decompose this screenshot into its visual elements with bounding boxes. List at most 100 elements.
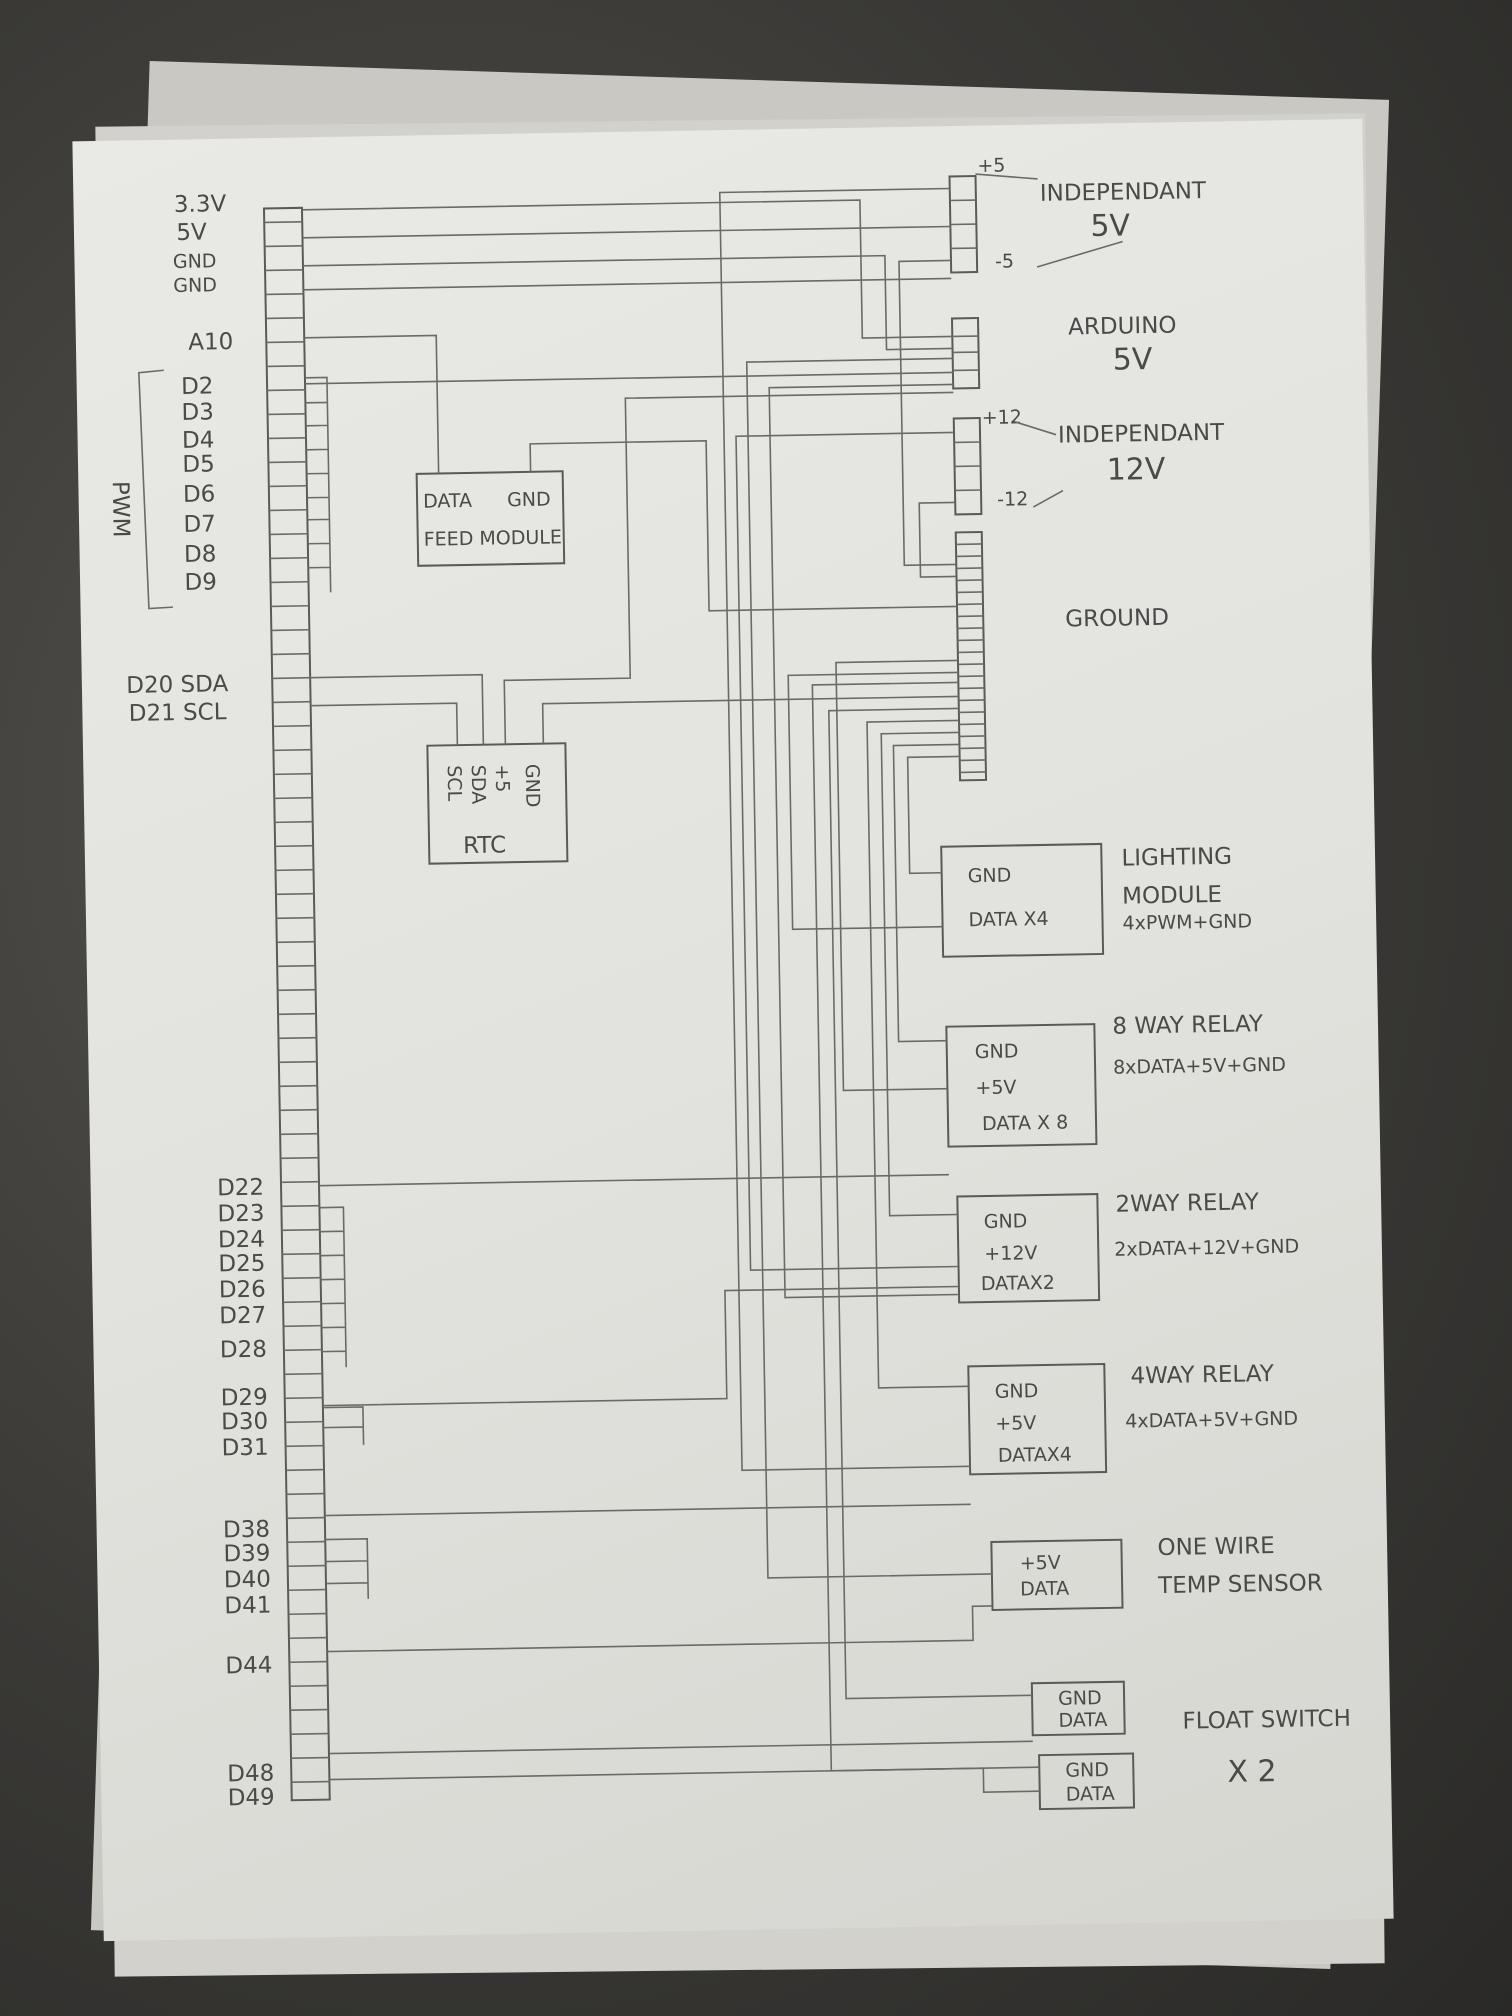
header-pin-rung [267, 412, 306, 416]
wire-rtc-gnd [541, 695, 959, 744]
pin-label-5v: 5V [176, 219, 207, 246]
header-pin-rung [280, 1132, 319, 1136]
rtc-pin-sda: SDA [467, 765, 490, 805]
header-pin-rung [265, 316, 304, 320]
pin-label-d40: D40 [224, 1567, 271, 1594]
header-pin-rung [286, 1492, 325, 1496]
header-pin-rung [270, 556, 309, 560]
header-pin-rung [285, 1468, 325, 1472]
header-pin-rung [278, 1012, 317, 1016]
wire-gnd-to-relay2 [880, 731, 960, 1217]
header-pin-rung [273, 748, 312, 752]
pin-label-d22: D22 [217, 1175, 264, 1202]
header-pin-rung [271, 652, 310, 656]
float2-gnd-pin: GND [1065, 1759, 1109, 1782]
header-pin-rung [290, 1708, 329, 1712]
wire-d22 [319, 1173, 949, 1187]
float2-box [1038, 1752, 1136, 1811]
pin-label-d4: D4 [182, 427, 215, 454]
lighting-title: LIGHTING [1121, 844, 1232, 872]
ard5-header [950, 317, 981, 390]
pin-label-d25: D25 [218, 1251, 265, 1278]
feed-module-data-pin: DATA [423, 490, 472, 513]
pin-label-d7: D7 [183, 511, 216, 538]
temp-box [990, 1538, 1124, 1611]
pin-label-d27: D27 [219, 1303, 266, 1330]
lighting-data-pin: DATA X4 [968, 908, 1048, 931]
header-pin-rung [281, 1228, 320, 1232]
pin-label-d23: D23 [217, 1201, 264, 1228]
wire-ind5-minus [898, 259, 957, 567]
float-switch-2: GND DATA [1038, 1752, 1136, 1811]
arduino-pin-header [262, 206, 331, 1802]
header-pin-rung [270, 604, 309, 608]
wire-gnd-2 [303, 277, 952, 291]
wire-d2 [305, 371, 953, 385]
pin-label-gnd-2: GND [173, 274, 217, 297]
feed-module: DATA GND FEED MODULE [415, 470, 566, 567]
header-pin-rung [286, 1516, 325, 1520]
wire-gnd-1 [302, 254, 953, 351]
relay8-desc: 8xDATA+5V+GND [1113, 1054, 1286, 1079]
rtc-title: RTC [463, 832, 507, 859]
power-pin-labels: 3.3V 5V GND GND A10 [173, 191, 234, 356]
pwm-bracket [137, 369, 173, 610]
header-pin-rung [291, 1780, 330, 1784]
wire-ind5-plus [718, 187, 971, 1472]
header-pin-rung [268, 460, 307, 464]
arduino-header-body [262, 206, 331, 1802]
wire-relay8-5v [835, 659, 958, 1092]
relay8-title: 8 WAY RELAY [1112, 1011, 1264, 1040]
header-pin-rung [268, 484, 307, 488]
header-pin-rung [291, 1756, 330, 1760]
relay4-title: 4WAY RELAY [1130, 1361, 1275, 1390]
float1-data-pin: DATA [1058, 1709, 1107, 1732]
ground-bus-rungs [955, 543, 986, 774]
digital-pin-labels: D22D23D24D25D26D27D28D29D30D31D38D39D40D… [217, 1175, 275, 1812]
header-pin-rung [267, 436, 306, 440]
wire-3v3 [301, 199, 953, 339]
temp-5v-pin: +5V [1020, 1552, 1061, 1575]
ground-title: GROUND [1065, 605, 1169, 633]
rtc-box [426, 742, 569, 865]
header-stubs [304, 376, 370, 1599]
header-pin-rung [277, 964, 316, 968]
float1-box [1030, 1680, 1126, 1737]
lighting-box [940, 842, 1105, 958]
pin-label-d41: D41 [224, 1593, 271, 1620]
relay2-12v-pin: +12V [984, 1242, 1037, 1265]
wire-gnd-to-relay8 [892, 743, 960, 1043]
pin-label-d3: D3 [181, 399, 214, 426]
independent-5v-connector: +5 -5 INDEPENDANT 5V [948, 155, 1207, 274]
float1-gnd-pin: GND [1058, 1687, 1102, 1710]
header-pin-rung [265, 292, 304, 296]
wire-d44 [327, 1605, 993, 1653]
header-pin-rung [280, 1180, 319, 1184]
relay8-data-pin: DATA X 8 [982, 1112, 1069, 1136]
header-pin-rung [283, 1348, 322, 1352]
pin-label-d8: D8 [184, 541, 217, 568]
header-pin-rung [266, 340, 305, 344]
header-rungs [264, 221, 330, 1784]
i2c-pin-labels: D20 SDA D21 SCL [126, 671, 229, 727]
pin-label-3v3: 3.3V [174, 191, 227, 218]
wire-d20-sda [310, 673, 485, 745]
header-pin-rung [264, 244, 303, 248]
pin-label-d39: D39 [223, 1541, 270, 1568]
ground-bus-header [954, 530, 988, 782]
wires [301, 187, 1040, 1793]
header-pin-rung [287, 1540, 326, 1544]
header-pin-rung [273, 772, 312, 776]
feed-module-box [415, 470, 566, 567]
header-pin-rung [269, 532, 308, 536]
header-pin-rung [287, 1564, 326, 1568]
ind5-voltage: 5V [1090, 208, 1131, 244]
wire-gnd-to-relay4 [866, 719, 969, 1389]
ind12-plus-label: +12 [982, 406, 1022, 429]
temp-title-2: TEMP SENSOR [1157, 1570, 1323, 1599]
header-pin-rung [276, 916, 315, 920]
relay8-5v-pin: +5V [975, 1076, 1016, 1099]
pin-label-d31: D31 [221, 1435, 268, 1462]
